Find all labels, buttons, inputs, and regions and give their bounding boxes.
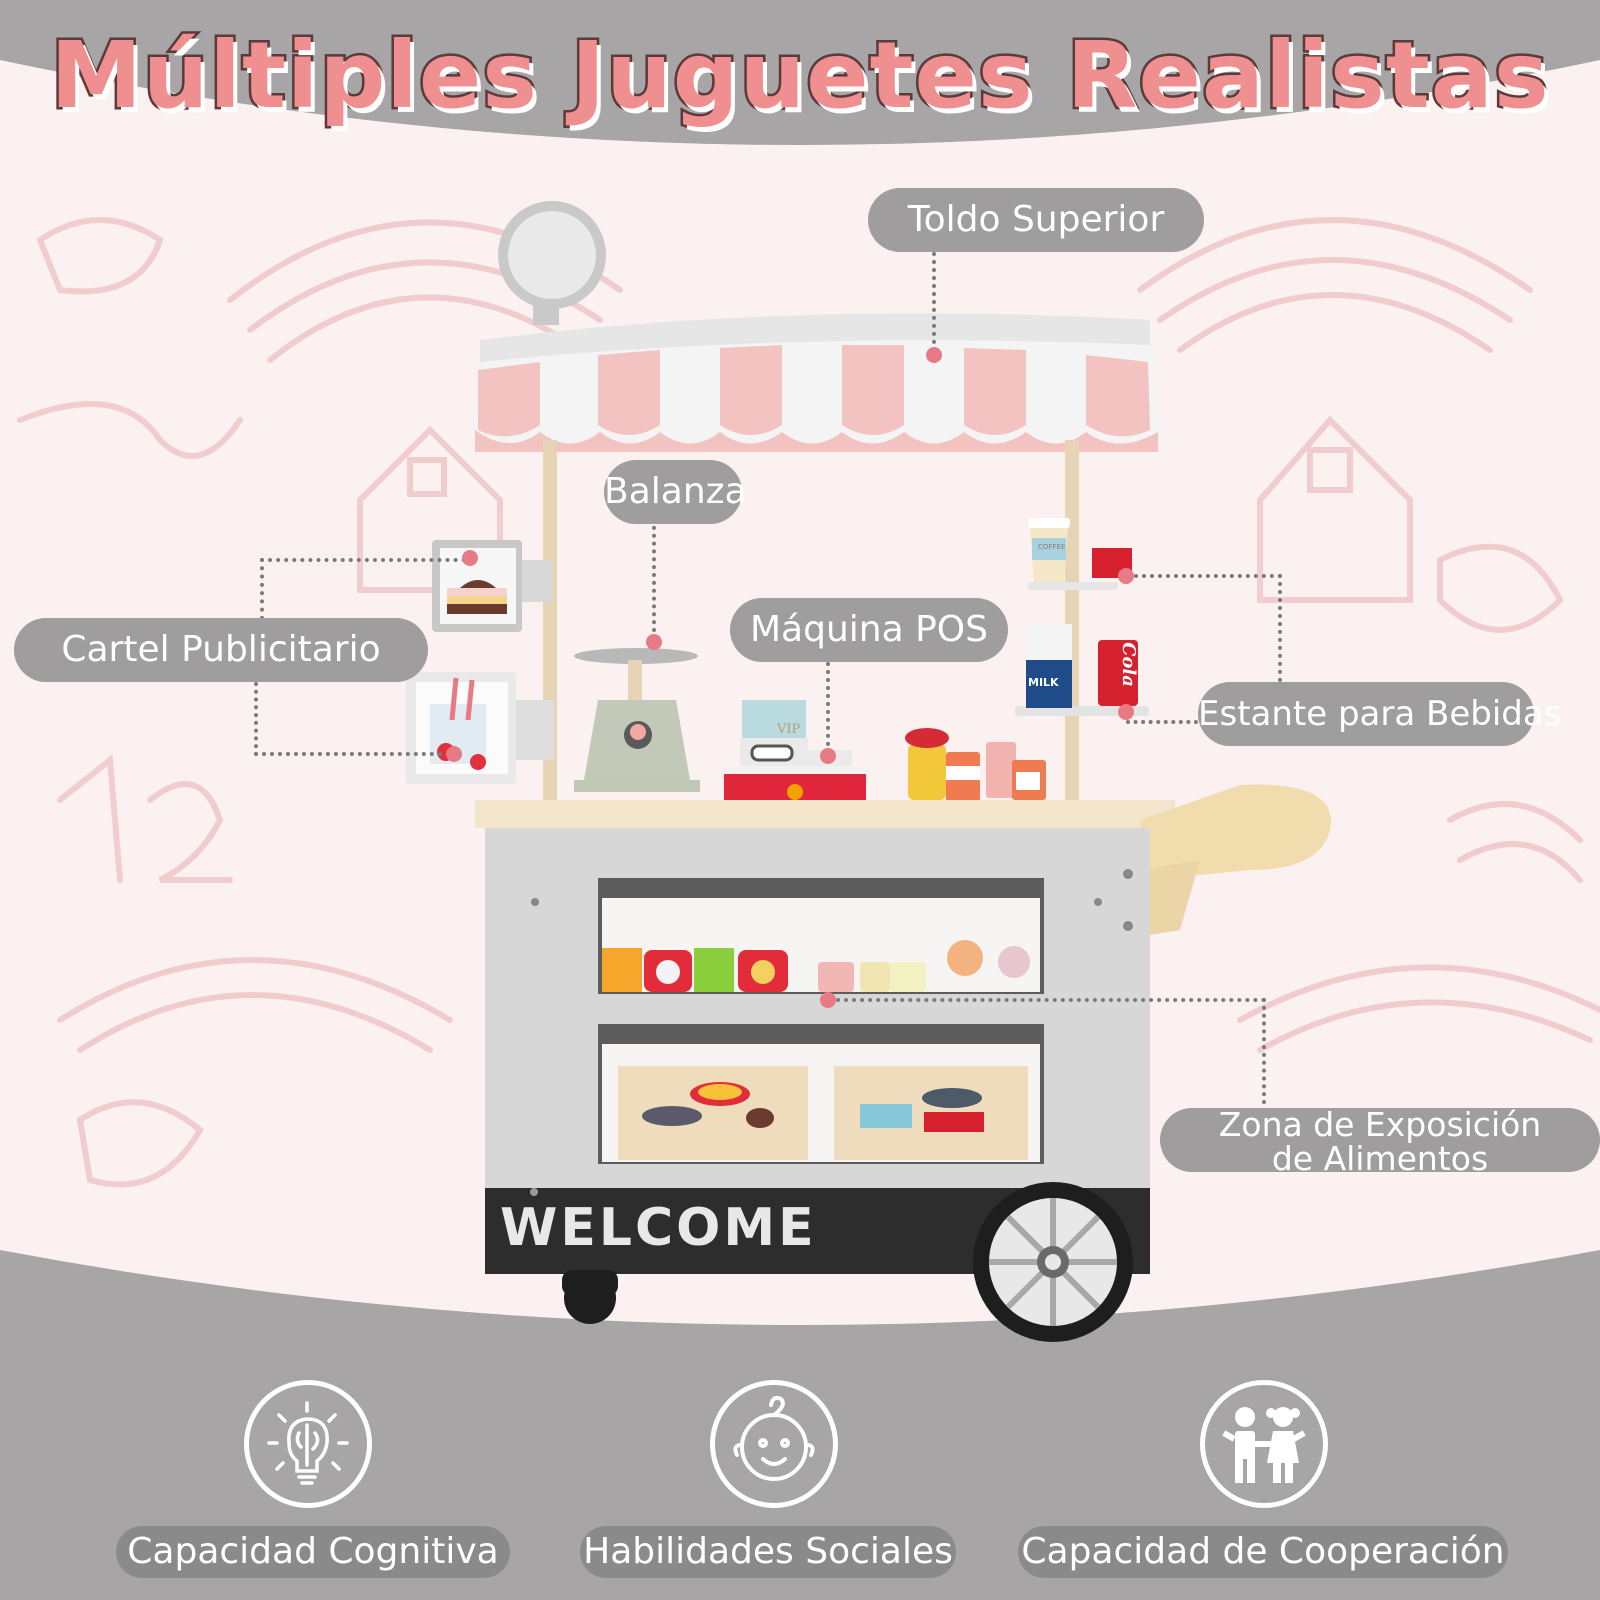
drinks-leader-top xyxy=(1126,574,1282,690)
callout-awning: Toldo Superior xyxy=(868,188,1204,252)
pos-pin xyxy=(820,748,836,764)
poster-leader-top xyxy=(260,558,474,620)
callout-drinks: Estante para Bebidas xyxy=(1198,682,1561,746)
coffee-cup-label: COFFEE xyxy=(1038,543,1066,551)
baby-face-icon xyxy=(710,1380,838,1508)
food-pin xyxy=(820,992,836,1008)
callout-scale: Balanza xyxy=(604,460,747,524)
scale-leader xyxy=(652,518,656,640)
callout-pos: Máquina POS xyxy=(730,598,1008,662)
drinks-pin-bottom xyxy=(1118,704,1134,720)
poster-pin-top xyxy=(462,550,478,566)
milk-carton-label: MILK xyxy=(1028,676,1059,689)
callout-food: Zona de Exposición de Alimentos xyxy=(1160,1105,1600,1176)
welcome-board-text: WELCOME xyxy=(500,1198,817,1258)
drinks-leader-bottom xyxy=(1126,720,1198,724)
feature-label-social: Habilidades Sociales xyxy=(580,1526,956,1578)
callout-food-line2: de Alimentos xyxy=(1271,1139,1489,1178)
brain-bulb-icon xyxy=(244,1380,372,1508)
awning-leader xyxy=(932,252,936,352)
food-leader xyxy=(828,998,1266,1112)
poster-leader-bottom xyxy=(254,682,458,756)
drinks-pin-top xyxy=(1118,568,1134,584)
children-holding-hands-icon xyxy=(1200,1380,1328,1508)
callout-food-line1: Zona de Exposición xyxy=(1218,1105,1542,1144)
awning-pin xyxy=(926,347,942,363)
feature-label-cognitive: Capacidad Cognitiva xyxy=(116,1526,510,1578)
headline: Múltiples Juguetes Realistas xyxy=(48,20,1551,132)
scale-pin xyxy=(646,634,662,650)
pos-leader xyxy=(826,662,830,754)
callout-poster: Cartel Publicitario xyxy=(14,618,428,682)
poster-pin-bottom xyxy=(446,746,462,762)
feature-label-cooperation: Capacidad de Cooperación xyxy=(1018,1526,1508,1578)
vip-card-label: VIP xyxy=(777,722,801,737)
